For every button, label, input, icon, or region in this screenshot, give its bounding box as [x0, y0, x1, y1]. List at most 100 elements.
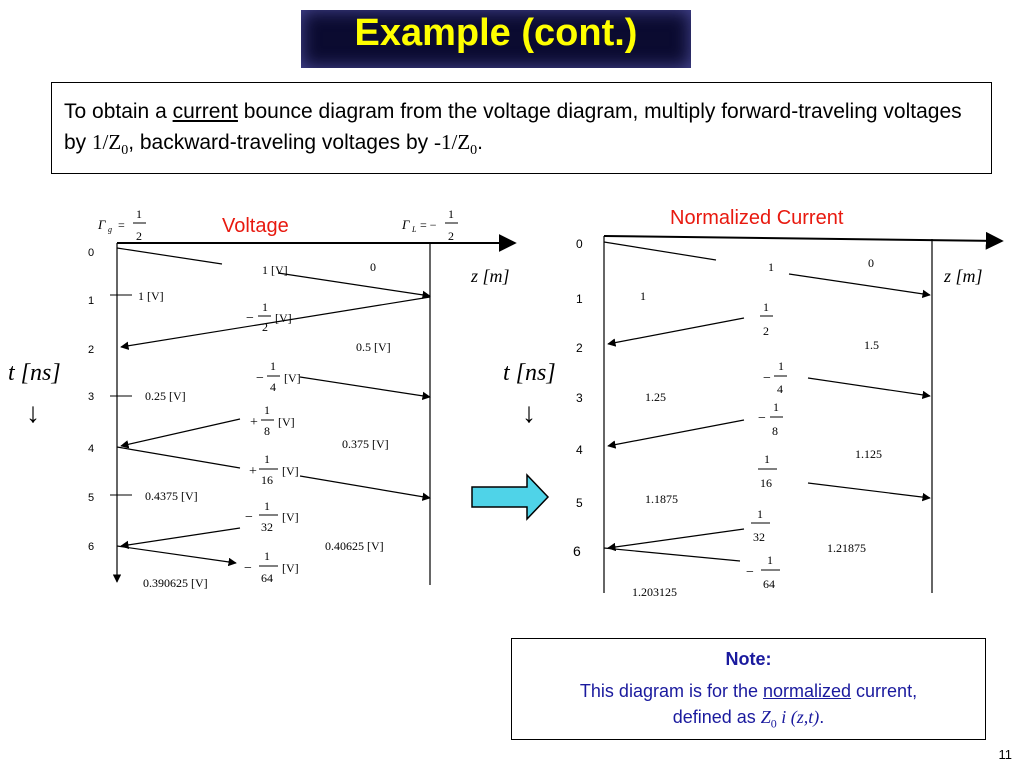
voltage-wave-label-4: + 1 16 [V] — [249, 452, 299, 487]
gamma-g-symbol: Γ — [97, 217, 106, 232]
voltage-left-value-0: 1 [V] — [138, 289, 164, 303]
note-line1-before: This diagram is for the — [579, 681, 763, 701]
intro-text: To obtain a current bounce diagram from … — [64, 97, 979, 166]
current-wave-1-den: 2 — [763, 324, 769, 338]
voltage-bounce-5 — [120, 527, 241, 550]
voltage-wave-5-sign: − — [245, 510, 253, 525]
current-wave-2-den: 4 — [777, 382, 783, 396]
voltage-wave-2-sign: − — [256, 371, 264, 386]
bounce-diagrams: Voltage Γ g = 1 2 Γ L = − 1 2 z [m] t [n… — [8, 207, 1004, 599]
note-line2-math2: i (z,t) — [776, 707, 820, 727]
intro-current-word: current — [172, 100, 238, 123]
gamma-g-label: Γ g = 1 2 — [97, 207, 146, 243]
gamma-g-den: 2 — [136, 229, 142, 243]
voltage-wave-5-unit: [V] — [282, 510, 299, 524]
voltage-bounce-0b — [277, 272, 431, 300]
voltage-heading: Voltage — [222, 215, 289, 237]
intro-forward-factor: 1/Z — [92, 130, 122, 154]
voltage-right-value-2: 0.375 [V] — [342, 437, 389, 451]
current-wave-5-den: 32 — [753, 530, 765, 544]
voltage-wave-label-0: 1 [V] — [262, 263, 288, 277]
voltage-wave-label-5: − 1 32 [V] — [245, 499, 299, 534]
voltage-wave-label-2: − 1 4 [V] — [256, 359, 301, 394]
voltage-left-value-3: 0.390625 [V] — [143, 576, 208, 590]
voltage-wave-3-den: 8 — [264, 424, 270, 438]
voltage-bounce-3 — [120, 418, 241, 449]
current-left-value-0: 1 — [640, 289, 646, 303]
current-bounce-5 — [607, 528, 745, 552]
note-title: Note: — [725, 649, 772, 669]
voltage-wave-6-den: 64 — [261, 571, 273, 585]
voltage-tick-6: 6 — [88, 541, 94, 553]
gamma-L-label: Γ L = − 1 2 — [401, 207, 458, 243]
voltage-wave-1-den: 2 — [262, 320, 268, 334]
current-tick-1: 1 — [576, 292, 583, 306]
current-wave-2-num: 1 — [778, 359, 784, 373]
voltage-tick-0: 0 — [88, 247, 94, 259]
current-wave-3-num: 1 — [773, 400, 779, 414]
current-left-value-1: 1.25 — [645, 390, 666, 404]
note-line2-sub: 0 — [770, 716, 777, 731]
current-tick-4: 4 — [576, 443, 583, 457]
voltage-wave-4-unit: [V] — [282, 464, 299, 478]
current-wave-6-sign: − — [746, 565, 754, 580]
voltage-wave-label-6: − 1 64 [V] — [244, 549, 299, 585]
gamma-L-den: 2 — [448, 229, 454, 243]
voltage-bounce-1 — [120, 296, 431, 350]
current-wave-label-0: 1 — [768, 260, 774, 274]
voltage-wave-label-1: − 1 2 [V] — [246, 300, 292, 334]
voltage-wave-1-unit: [V] — [275, 311, 292, 325]
voltage-wave-6-sign: − — [244, 561, 252, 576]
current-t-arrow: ↓ — [522, 398, 536, 429]
note-line2-after: . — [819, 707, 825, 727]
voltage-tick-1: 1 — [88, 295, 94, 307]
intro-sub0: 0 — [121, 143, 129, 159]
voltage-wave-label-3: + 1 8 [V] — [250, 403, 295, 438]
gamma-L-sub: L — [411, 225, 417, 234]
current-wave-label-5: 1 32 — [751, 507, 770, 544]
current-tick-6: 6 — [573, 543, 581, 559]
current-wave-6-num: 1 — [767, 553, 773, 567]
current-bounce-3 — [607, 419, 745, 449]
voltage-right-value-0: 0 — [370, 260, 376, 274]
voltage-wave-1-sign: − — [246, 311, 254, 326]
current-bounce-0a — [603, 241, 717, 261]
current-wave-label-3: − 1 8 — [758, 400, 783, 438]
current-left-value-2: 1.1875 — [645, 492, 678, 506]
voltage-tick-4: 4 — [88, 443, 94, 455]
voltage-z-label: z [m] — [470, 266, 510, 286]
voltage-tick-2: 2 — [88, 344, 94, 356]
current-t-label: t [ns] — [503, 360, 556, 386]
transform-arrow-icon — [471, 473, 550, 521]
gamma-g-rhs: = — [118, 218, 125, 232]
slide-title: Example (cont.) — [354, 12, 638, 54]
voltage-wave-6-unit: [V] — [282, 561, 299, 575]
note-line1-underlined: normalized — [763, 681, 852, 701]
title-banner: Example (cont.) — [301, 10, 691, 68]
voltage-bounce-4a — [116, 446, 241, 469]
current-diagram: Normalized Current z [m] t [ns] ↓ 0 1 2 … — [503, 207, 1004, 599]
voltage-left-value-2: 0.4375 [V] — [145, 489, 198, 503]
voltage-wave-2-unit: [V] — [284, 371, 301, 385]
current-bounce-6 — [603, 547, 741, 562]
current-wave-4-num: 1 — [764, 452, 770, 466]
current-bounce-2 — [807, 377, 931, 400]
current-wave-3-sign: − — [758, 411, 766, 426]
current-wave-1-num: 1 — [763, 300, 769, 314]
intro-box: To obtain a current bounce diagram from … — [51, 82, 992, 174]
current-tick-3: 3 — [576, 391, 583, 405]
current-wave-5-num: 1 — [757, 507, 763, 521]
voltage-wave-3-unit: [V] — [278, 415, 295, 429]
current-bounce-4 — [807, 482, 931, 502]
intro-backward-factor: -1/Z — [434, 130, 471, 154]
gamma-g-num: 1 — [136, 207, 142, 221]
intro-part1: To obtain a — [64, 100, 173, 123]
voltage-wave-1-num: 1 — [262, 300, 268, 314]
voltage-wave-4-num: 1 — [264, 452, 270, 466]
current-bounce-0b — [788, 273, 931, 299]
note-line2-math: Z — [760, 707, 771, 727]
current-tick-2: 2 — [576, 341, 583, 355]
intro-part2: bounce diagram from the voltage diagram,… — [64, 100, 962, 154]
gamma-L-symbol: Γ — [401, 217, 410, 232]
voltage-bounce-6 — [116, 545, 237, 567]
